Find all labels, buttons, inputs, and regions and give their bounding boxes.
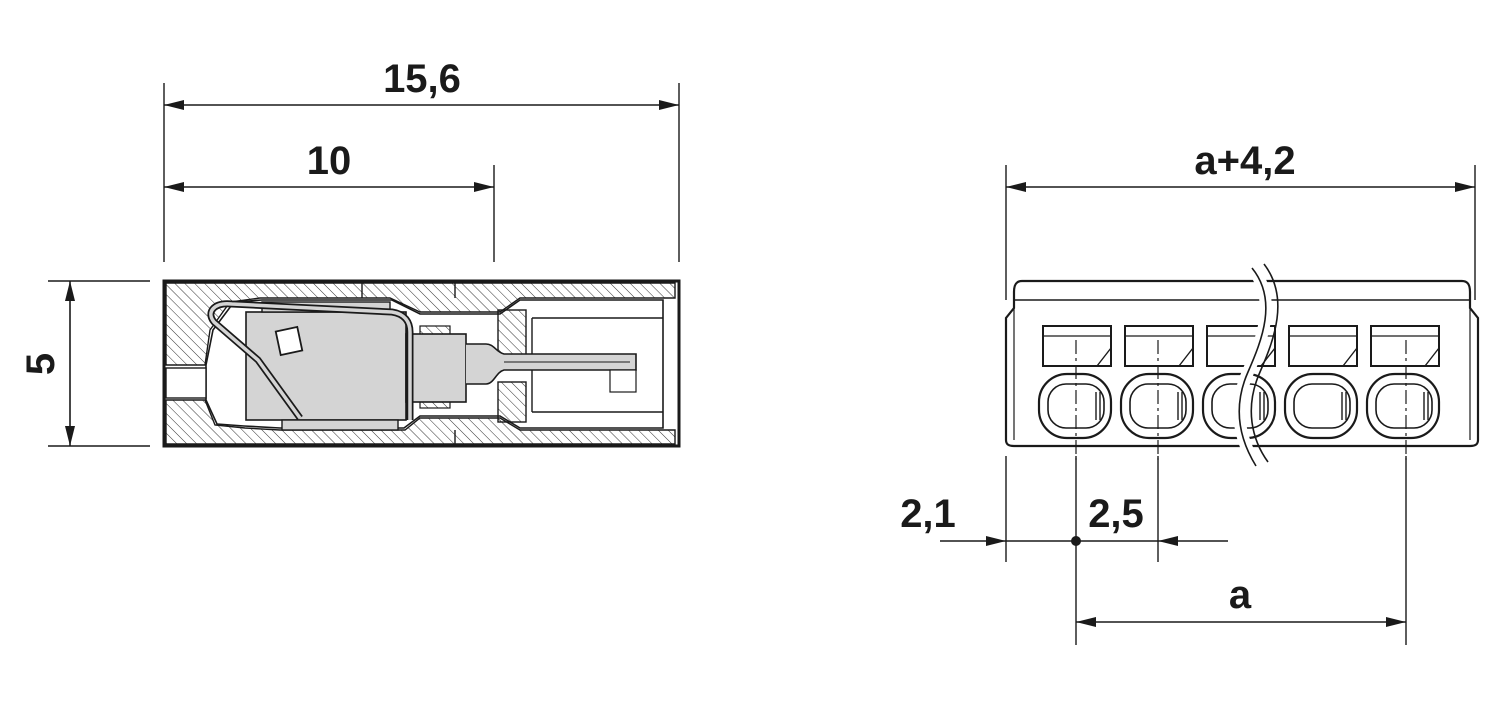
dim-label-edge-offset: 2,1	[900, 492, 956, 536]
dim-label-overall-width: a+4,2	[1194, 139, 1295, 183]
pole-5	[1365, 325, 1441, 440]
center-lines	[1075, 340, 1407, 460]
side-contact	[207, 300, 637, 431]
dim-label-overall-length: 15,6	[383, 57, 461, 101]
dimension-overall-length: 15,6	[164, 57, 679, 110]
front-housing	[1004, 279, 1480, 448]
dim-label-height: 5	[19, 353, 63, 375]
pole-2	[1119, 325, 1195, 440]
front-view: a+4,2 2,1 2,5 a	[900, 139, 1480, 645]
dimension-height: 5	[19, 281, 75, 446]
pole-1	[1037, 325, 1113, 440]
break-lines	[1233, 263, 1279, 470]
dim-label-pitch: 2,5	[1088, 492, 1144, 536]
dimension-overall-width: a+4,2	[1006, 139, 1475, 192]
dim-label-span: a	[1229, 573, 1252, 617]
dim-label-pin-length: 10	[307, 139, 352, 183]
dimension-span: a	[1076, 573, 1406, 627]
side-view: 15,6 10 5	[19, 57, 681, 448]
dimension-pin-length: 10	[164, 139, 494, 192]
dimension-offset-pitch: 2,1 2,5	[900, 492, 1228, 546]
pole-4	[1283, 325, 1359, 440]
